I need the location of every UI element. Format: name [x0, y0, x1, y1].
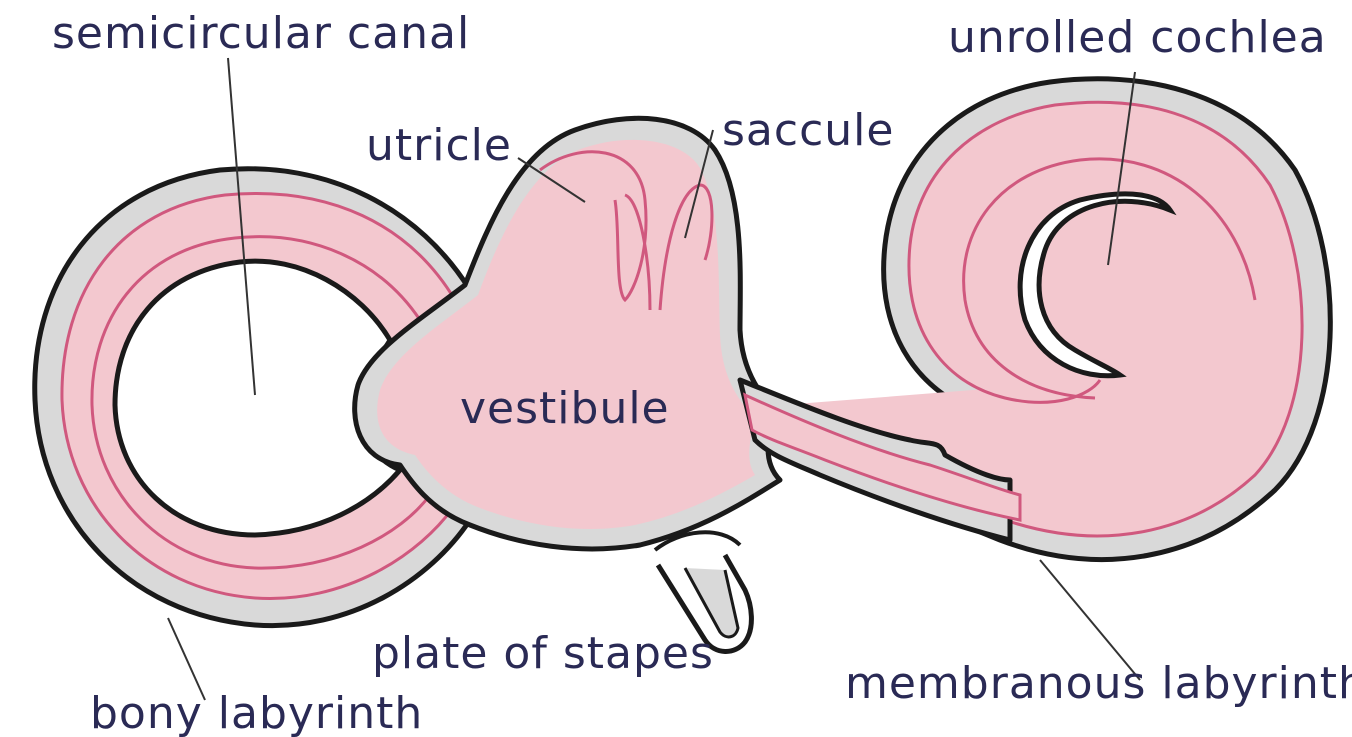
label-saccule: saccule: [722, 105, 894, 156]
label-bony-labyrinth: bony labyrinth: [90, 688, 423, 737]
label-membranous-labyrinth: membranous labyrinth: [845, 658, 1352, 709]
label-semicircular-canal: semicircular canal: [52, 8, 470, 59]
label-plate-of-stapes: plate of stapes: [372, 628, 714, 679]
label-unrolled-cochlea: unrolled cochlea: [948, 12, 1327, 63]
label-utricle: utricle: [366, 120, 512, 171]
label-vestibule: vestibule: [460, 383, 670, 434]
